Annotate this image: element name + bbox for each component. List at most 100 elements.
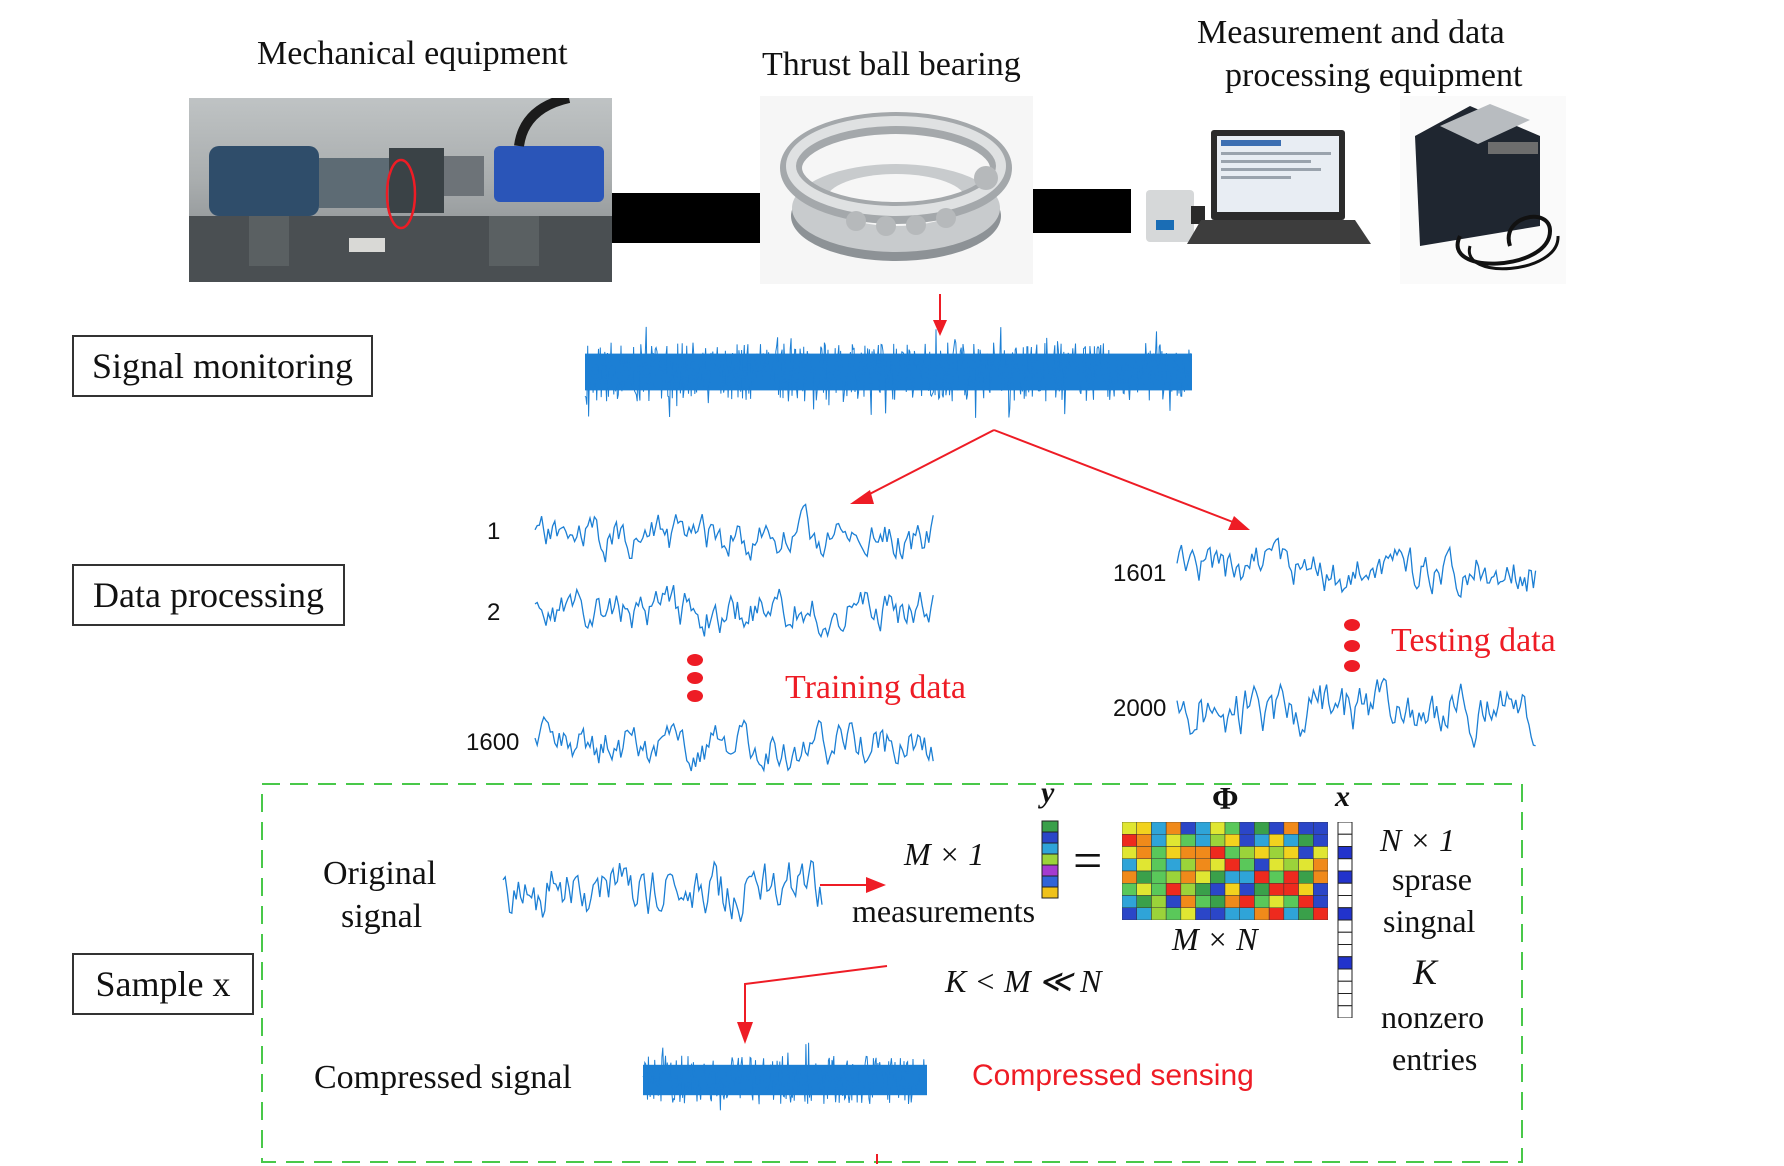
training-index-1: 1 (487, 518, 501, 545)
sparse-vector-entry (1337, 822, 1353, 835)
phi-matrix-cell (1313, 846, 1328, 859)
sparse-vector-entry (1337, 993, 1353, 1007)
sample-x-label: Sample x (95, 964, 231, 1004)
phi-matrix-cell (1210, 822, 1226, 835)
phi-matrix-cell (1136, 858, 1152, 872)
measurement-label-line1: Measurement and data (1197, 14, 1505, 51)
matrix-dimension: M × N (1172, 921, 1258, 957)
testing-ellipsis-dot-1 (1344, 619, 1360, 631)
measurements-dimension: M × 1 (904, 836, 985, 872)
sparse-vector-entry (1337, 931, 1353, 945)
phi-matrix-cell (1268, 907, 1285, 920)
phi-matrix-cell (1165, 846, 1182, 859)
phi-matrix-cell (1122, 858, 1137, 872)
compressed-sensing-label: Compressed sensing (972, 1059, 1254, 1092)
training-data-label: Training data (785, 669, 967, 706)
phi-matrix-cell (1165, 834, 1182, 847)
nonzero-label-line2: entries (1392, 1041, 1478, 1077)
phi-matrix-cell (1268, 870, 1285, 884)
sparse-vector-entry (1337, 944, 1353, 958)
phi-symbol: Φ (1212, 780, 1239, 816)
phi-matrix-cell (1210, 858, 1226, 872)
testing-index-1601: 1601 (1113, 560, 1167, 587)
phi-matrix-cell (1283, 834, 1299, 847)
phi-matrix-cell (1151, 858, 1167, 872)
phi-matrix-cell (1224, 895, 1240, 908)
phi-matrix-cell (1210, 907, 1226, 920)
phi-matrix-cell (1298, 846, 1314, 859)
phi-matrix-cell (1210, 846, 1226, 859)
phi-matrix-cell (1151, 883, 1167, 896)
phi-matrix-cell (1136, 907, 1152, 920)
phi-matrix-cell (1313, 895, 1328, 908)
sparse-vector-x (1337, 822, 1353, 1018)
phi-matrix-cell (1239, 834, 1255, 847)
phi-matrix-cell (1136, 870, 1152, 884)
testing-index-2000: 2000 (1113, 695, 1167, 722)
sparse-vector-entry (1337, 980, 1353, 994)
phi-matrix-cell (1151, 846, 1167, 859)
phi-matrix-cell (1224, 858, 1240, 872)
phi-matrix-cell (1180, 858, 1196, 872)
arrow-original-to-measurements (820, 877, 886, 893)
phi-matrix-cell (1224, 883, 1240, 896)
waveform-trace (1176, 537, 1537, 599)
phi-matrix-cell (1195, 870, 1211, 884)
phi-matrix-cell (1268, 858, 1285, 872)
daq-device-photo (1400, 96, 1566, 284)
connector-bar-left (612, 193, 760, 243)
phi-matrix-cell (1136, 834, 1152, 847)
sparse-vector-entry (1337, 882, 1353, 896)
phi-matrix-cell (1224, 907, 1240, 920)
frame-bottom-tick (876, 1154, 878, 1164)
sparse-vector-entry (1337, 919, 1353, 933)
connector-bar-right (1033, 189, 1131, 233)
waveform-trace (502, 859, 823, 922)
thrust-ball-bearing-label: Thrust ball bearing (762, 46, 1021, 83)
phi-matrix-cell (1298, 883, 1314, 896)
phi-matrix-cell (1136, 822, 1152, 835)
signal-monitoring-label: Signal monitoring (92, 346, 353, 386)
phi-matrix-cell (1210, 870, 1226, 884)
phi-matrix-cell (1254, 846, 1270, 859)
phi-matrix-cell (1268, 883, 1285, 896)
phi-matrix-cell (1298, 870, 1314, 884)
testing-ellipsis-dot-2 (1344, 640, 1360, 652)
sparse-vector-entry (1337, 1005, 1353, 1018)
phi-matrix-cell (1180, 895, 1196, 908)
compressed-signal-waveform (642, 1042, 927, 1111)
phi-matrix-cell (1195, 846, 1211, 859)
phi-matrix-cell (1122, 907, 1137, 920)
phi-matrix-cell (1122, 883, 1137, 896)
measurement-label-line2: processing equipment (1225, 57, 1523, 94)
phi-matrix-cell (1195, 858, 1211, 872)
arrow-bearing-to-signal (933, 294, 947, 336)
phi-matrix-cell (1224, 834, 1240, 847)
phi-matrix-cell (1210, 834, 1226, 847)
training-ellipsis-dot-3 (687, 690, 703, 702)
phi-matrix-cell (1298, 895, 1314, 908)
phi-matrix-cell (1298, 822, 1314, 835)
training-signal-2 (534, 585, 934, 639)
phi-matrix-cell (1151, 870, 1167, 884)
sparse-vector-entry (1337, 956, 1353, 970)
phi-matrix-cell (1268, 895, 1285, 908)
phi-matrix-cell (1298, 834, 1314, 847)
testing-signal-2000 (1176, 677, 1536, 748)
training-signal-1 (534, 503, 934, 563)
phi-matrix-cell (1151, 822, 1167, 835)
training-index-2: 2 (487, 599, 501, 626)
phi-matrix-cell (1268, 822, 1285, 835)
phi-matrix-cell (1313, 858, 1328, 872)
testing-signal-1601 (1176, 537, 1537, 599)
phi-matrix-cell (1254, 895, 1270, 908)
sparse-vector-entry (1337, 907, 1353, 921)
phi-matrix-cell (1210, 883, 1226, 896)
mechanical-equipment-photo (189, 98, 612, 282)
phi-matrix-cell (1239, 907, 1255, 920)
waveform-trace (1176, 677, 1536, 748)
phi-matrix-cell (1195, 907, 1211, 920)
phi-matrix-cell (1165, 822, 1182, 835)
waveform-trace (534, 503, 934, 563)
data-processing-label: Data processing (93, 575, 324, 615)
